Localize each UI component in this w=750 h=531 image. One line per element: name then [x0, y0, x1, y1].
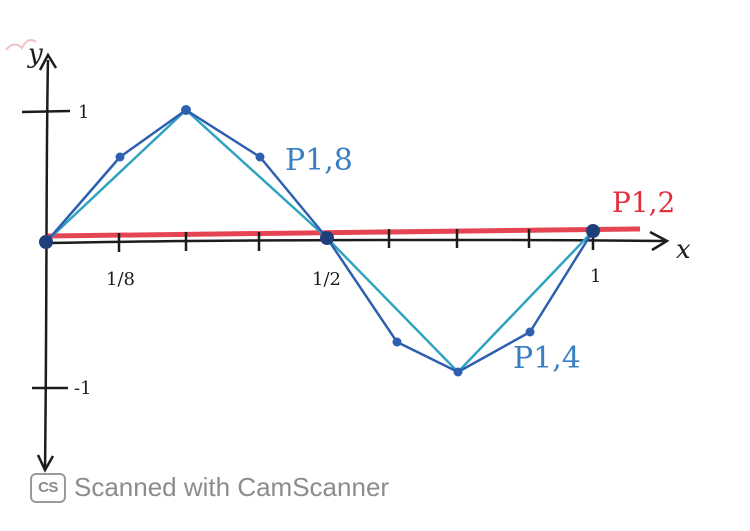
x-tick-label: 1 [590, 266, 601, 287]
p12-curve [47, 226, 641, 239]
node-point [39, 235, 53, 249]
node-point [255, 152, 265, 162]
faint-scribble [5, 39, 37, 51]
x-axis-arrow-icon [649, 230, 670, 252]
watermark-text: Scanned with CamScanner [74, 472, 390, 502]
node-point [525, 327, 535, 337]
node-point [115, 152, 125, 162]
x-axis-line [47, 238, 666, 245]
y-axis-line [43, 59, 50, 471]
camscanner-watermark: CS Scanned with CamScanner [30, 472, 389, 503]
x-axis-name: x [676, 235, 691, 265]
x-tick-label: 1/2 [312, 269, 341, 290]
node-point [586, 224, 600, 238]
node-point [181, 105, 191, 115]
camscanner-logo-icon: CS [30, 472, 66, 503]
y-axis-name: y [27, 39, 43, 69]
y-tick-label: -1 [74, 378, 92, 399]
node-point [392, 337, 402, 347]
y-tick-label: 1 [78, 102, 89, 123]
y-tick-1-mark [21, 109, 71, 114]
node-point [453, 367, 463, 377]
y-axis-arrow-icon [38, 52, 58, 71]
p12-label: P1,2 [612, 186, 675, 219]
p18-label: P1,8 [285, 143, 353, 178]
node-point [320, 231, 334, 245]
y-axis-bottom-arrow-icon [36, 454, 55, 473]
p14-label: P1,4 [513, 341, 581, 376]
x-tick-label: 1/8 [106, 269, 135, 290]
